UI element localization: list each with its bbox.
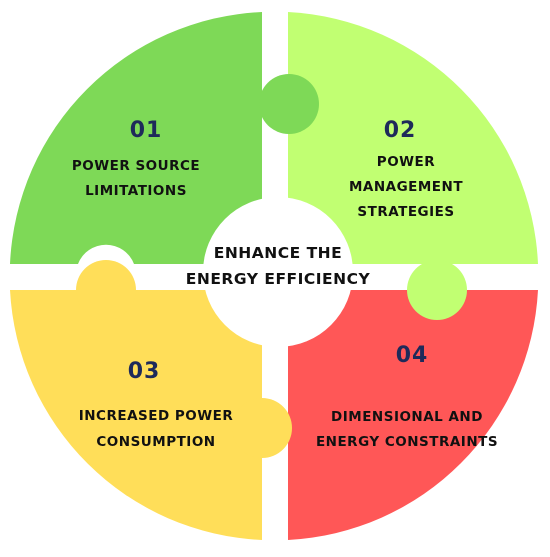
quadrant-02: 02 POWER MANAGEMENT STRATEGIES (288, 12, 538, 264)
quadrant-01-number: 01 (130, 118, 163, 143)
quadrant-02-label-line-2: MANAGEMENT (349, 179, 463, 195)
quadrant-02-number: 02 (384, 118, 417, 143)
quadrant-04: 04 DIMENSIONAL AND ENERGY CONSTRAINTS (288, 290, 538, 540)
puzzle-piece-01 (10, 12, 262, 264)
quadrant-03: 03 INCREASED POWER CONSUMPTION (10, 290, 262, 540)
quadrant-02-label-line-3: STRATEGIES (357, 204, 454, 220)
puzzle-tab-03b (232, 398, 292, 458)
quadrant-03-label-line-2: CONSUMPTION (96, 434, 215, 450)
quadrant-03-label-line-1: INCREASED POWER (79, 408, 234, 424)
center-label-line-1: ENHANCE THE (214, 244, 343, 262)
quadrant-03-number: 03 (128, 359, 161, 384)
puzzle-piece-03 (10, 290, 262, 540)
quadrant-04-label-line-1: DIMENSIONAL AND (331, 409, 483, 425)
center-label-line-2: ENERGY EFFICIENCY (186, 270, 371, 288)
quadrant-01-label-line-2: LIMITATIONS (85, 183, 187, 199)
quadrant-04-number: 04 (396, 343, 429, 368)
puzzle-tab-01 (259, 74, 319, 134)
puzzle-tab-03 (76, 260, 136, 320)
quadrant-01: 01 POWER SOURCE LIMITATIONS (10, 12, 262, 264)
quadrant-04-label-line-2: ENERGY CONSTRAINTS (316, 434, 498, 450)
quadrant-02-label-line-1: POWER (377, 154, 435, 170)
quadrant-01-label-line-1: POWER SOURCE (72, 158, 200, 174)
puzzle-piece-02 (288, 12, 538, 264)
center-circle (203, 197, 353, 347)
puzzle-tab-02 (407, 260, 467, 320)
puzzle-piece-04 (288, 290, 538, 540)
